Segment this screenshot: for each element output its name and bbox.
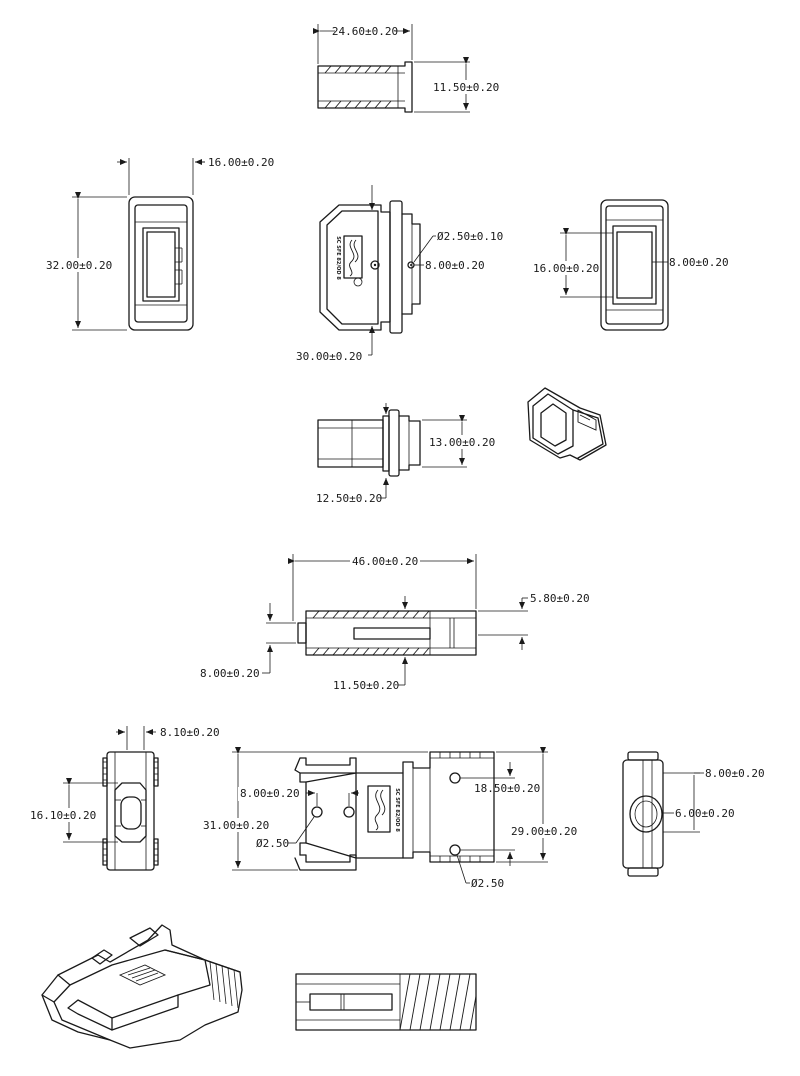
dim-top-height: 11.50±0.20 [433,81,499,94]
dim-rear-height: 16.00±0.20 [533,262,599,275]
view-bottom-section [295,973,477,1031]
svg-text:SC SFE 82/OD 8: SC SFE 82/OD 8 [394,788,400,832]
dim-ins-hole-right: Ø2.50 [471,877,504,890]
dim-bottom-height: 13.00±0.20 [429,436,495,449]
dim-ins-side-mid: 6.00±0.20 [675,807,735,820]
view-insert-front: 8.10±0.20 16.10±0.20 [28,726,220,871]
dim-ins-hole-left: Ø2.50 [256,837,289,850]
view-insert-end: 8.00±0.20 6.00±0.20 [622,751,765,877]
dim-ins-height: 31.00±0.20 [203,819,269,832]
dim-bottom-width: 12.50±0.20 [316,492,382,505]
view-small-isometric [527,387,607,461]
logo-emblem: SC SFE 82/OD 8 [335,235,363,287]
dim-long-left: 8.00±0.20 [200,667,260,680]
view-rear-right: 16.00±0.20 8.00±0.20 [530,199,729,331]
dim-ins-side-top: 8.00±0.20 [705,767,765,780]
dim-long-mid: 11.50±0.20 [333,679,399,692]
dim-hole-dia-main: Ø2.50±0.10 [437,230,503,243]
view-large-isometric [41,924,243,1049]
svg-text:SC SFE 82/OD 8: SC SFE 82/OD 8 [335,236,341,280]
dim-ins-total: 29.00±0.20 [511,825,577,838]
dim-ins-hole-pitch: 18.50±0.20 [474,782,540,795]
dim-long-length: 46.00±0.20 [352,555,418,568]
dim-top-width: 24.60±0.20 [332,25,398,38]
dim-rear-width: 8.00±0.20 [669,256,729,269]
dim-long-right: 5.80±0.20 [530,592,590,605]
dim-ins-front-top: 8.10±0.20 [160,726,220,739]
view-insert-side: SC SFE 82/OD 8 31.00±0.20 8.00±0.20 Ø2.5… [200,747,578,890]
view-side-center: SC SFE 82/OD 8 Ø2.50±0.10 8.00±0.20 30.0… [296,185,503,363]
dim-front-width: 16.00±0.20 [208,156,274,169]
view-bottom: 13.00±0.20 12.50±0.20 [316,403,496,505]
view-long-section: 46.00±0.20 5.80±0.20 8.00±0.20 11.50±0.2… [200,553,590,692]
insert-logo-emblem: SC SFE 82/OD 8 [367,785,400,833]
view-top-section: 24.60±0.20 11.50±0.20 [313,23,500,113]
dim-ins-hole-offset: 8.00±0.20 [240,787,300,800]
dim-ins-front-height: 16.10±0.20 [30,809,96,822]
dim-front-height: 32.00±0.20 [46,259,112,272]
dim-side-width: 30.00±0.20 [296,350,362,363]
dim-hole-offset-main: 8.00±0.20 [425,259,485,272]
view-front-left: 16.00±0.20 32.00±0.20 [44,156,274,331]
